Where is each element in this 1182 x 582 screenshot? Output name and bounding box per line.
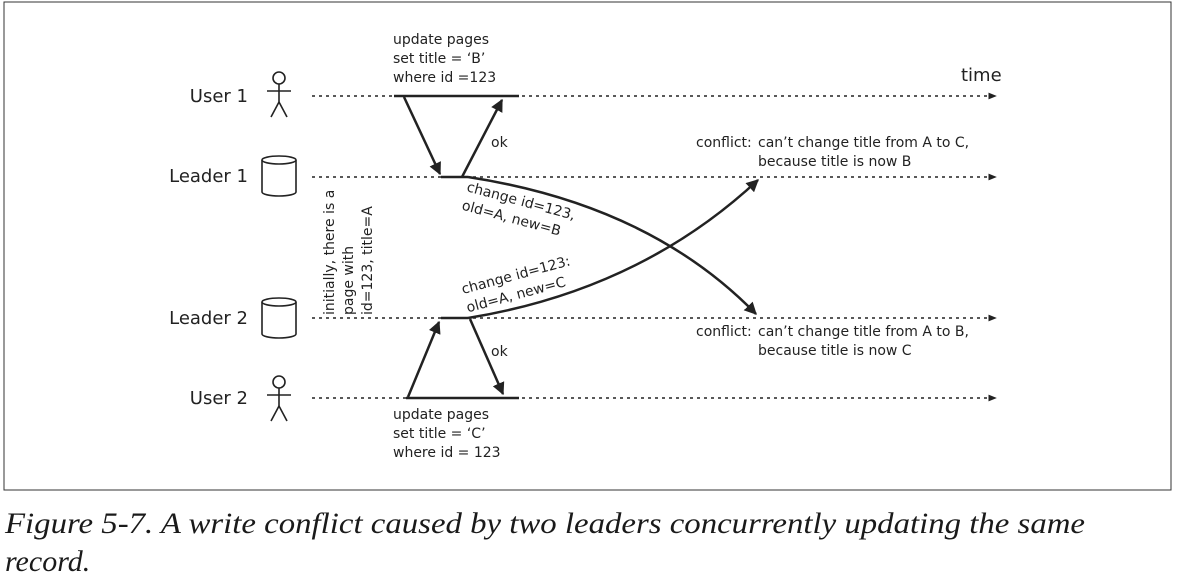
- conflict-2-line-2: because title is now C: [758, 343, 912, 359]
- user-1-query-line-1: update pages: [393, 32, 489, 48]
- user-1-query-line-2: set title = ‘B’: [393, 51, 485, 67]
- figure-caption-line-1: Figure 5-7. A write conflict caused by t…: [4, 507, 1085, 540]
- user-1-person-icon: [267, 71, 291, 118]
- ok-label-user-2: ok: [491, 344, 509, 360]
- conflict-2-line-1: can’t change title from A to B,: [758, 324, 969, 340]
- conflict-1-line-2: because title is now B: [758, 154, 911, 170]
- user-1-query-line-3: where id =123: [393, 70, 496, 86]
- user-1-write-arrow: [402, 96, 442, 176]
- leader-2-ok-arrow: [468, 318, 505, 396]
- conflict-1-prefix: conflict:: [696, 135, 752, 151]
- user-2-query-line-2: set title = ‘C’: [393, 426, 486, 442]
- user-2-person-icon: [267, 375, 291, 422]
- ok-label-user-1: ok: [491, 135, 509, 151]
- lane-label-leader-1: Leader 1: [169, 166, 248, 187]
- replication-arrow-leader-2-to-leader-1: [467, 179, 759, 320]
- figure-caption-line-2: record.: [5, 545, 90, 578]
- leader-1-ok-arrow: [460, 98, 504, 178]
- leader-2-database-icon: [261, 297, 297, 339]
- initial-note-line-2: page with: [341, 246, 357, 315]
- lane-label-user-1: User 1: [190, 86, 248, 107]
- initial-note-line-3: id=123, title=A: [360, 206, 376, 315]
- leader-1-database-icon: [261, 155, 297, 197]
- lane-label-leader-2: Leader 2: [169, 308, 248, 329]
- replication-arrow-leader-1-to-leader-2: [467, 175, 757, 315]
- conflict-2-prefix: conflict:: [696, 324, 752, 340]
- user-2-query-line-1: update pages: [393, 407, 489, 423]
- time-label: time: [961, 65, 1002, 86]
- user-2-write-arrow: [406, 320, 441, 398]
- diagram-frame: [3, 1, 1172, 491]
- conflict-1-line-1: can’t change title from A to C,: [758, 135, 969, 151]
- lane-label-user-2: User 2: [190, 388, 248, 409]
- user-2-query-line-3: where id = 123: [393, 445, 501, 461]
- initial-note-line-1: initially, there is a: [322, 190, 338, 315]
